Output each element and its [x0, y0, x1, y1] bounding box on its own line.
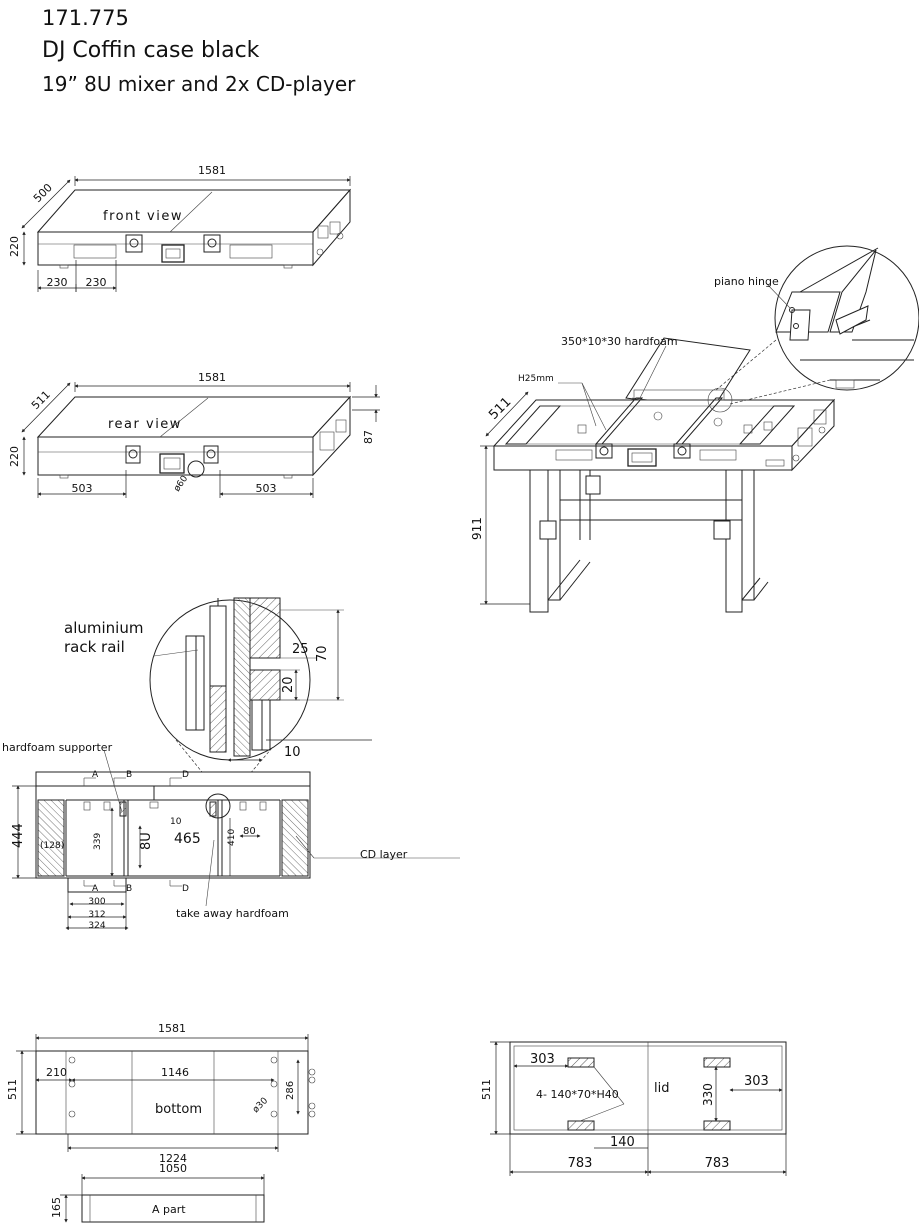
section-dim-300: 300 [88, 897, 105, 907]
section-mark-b-top: B [126, 770, 132, 780]
rail-label-line1: aluminium [64, 619, 143, 637]
front-offset-b: 230 [86, 276, 107, 289]
detail-dim-70: 70 [315, 645, 330, 662]
cross-section [12, 749, 460, 930]
section-dim-324: 324 [88, 921, 105, 931]
section-mark-a-bottom: A [92, 884, 99, 894]
lid-dim-303-left: 303 [530, 1052, 555, 1067]
a-part-length-dim: 1050 [159, 1162, 187, 1175]
front-view-label: front view [103, 209, 183, 224]
front-view [21, 176, 352, 292]
detail-dim-20: 20 [281, 676, 296, 693]
rear-height-dim: 220 [8, 446, 21, 467]
h25-label: H25mm [518, 374, 554, 384]
lid-depth-dim: 511 [480, 1079, 493, 1100]
rear-offset-a: 503 [72, 482, 93, 495]
product-subtitle: 19” 8U mixer and 2x CD-player [42, 72, 356, 96]
stand-depth-dim: 511 [486, 395, 514, 423]
bottom-depth-dim: 511 [6, 1079, 19, 1100]
piano-hinge-label: piano hinge [714, 275, 779, 288]
stand-height-dim: 911 [470, 517, 484, 540]
lid-view [490, 1041, 787, 1176]
rear-hole-dim: ø60 [172, 474, 190, 494]
cd-layer-label: CD layer [360, 848, 408, 861]
front-length-dim: 1581 [198, 164, 226, 177]
section-mark-a-top: A [92, 770, 99, 780]
rear-view-label: rear view [108, 417, 182, 432]
section-dim-465: 465 [174, 831, 201, 847]
section-inner-dim: (128) [40, 841, 64, 851]
bottom-dim-1146: 1146 [161, 1066, 189, 1079]
rail-detail [149, 597, 372, 805]
lid-dim-303-right: 303 [744, 1074, 769, 1089]
section-mark-b-bottom: B [126, 884, 132, 894]
front-height-dim: 220 [8, 236, 21, 257]
perspective-view [480, 245, 919, 613]
take-away-label: take away hardfoam [176, 907, 289, 920]
section-dim-312: 312 [88, 910, 105, 920]
product-title: DJ Coffin case black [42, 38, 260, 63]
hardfoam-supporter-label: hardfoam supporter [2, 741, 113, 754]
part-number: 171.775 [42, 6, 129, 30]
rear-view [21, 382, 380, 498]
bottom-dim-210: 210 [46, 1066, 67, 1079]
front-depth-dim: 500 [31, 181, 55, 205]
rear-length-dim: 1581 [198, 371, 226, 384]
bottom-view [16, 1034, 316, 1152]
lid-pads-label: 4- 140*70*H40 [536, 1088, 619, 1101]
section-mark-d-bottom: D [182, 884, 189, 894]
section-mark-d-top: D [182, 770, 189, 780]
lid-view-label: lid [654, 1081, 669, 1096]
section-rack-label: 8U [139, 832, 154, 850]
section-dim-339: 339 [93, 833, 103, 850]
section-height-dim: 444 [11, 823, 26, 848]
bottom-dim-286: 286 [285, 1081, 296, 1100]
lid-dim-330: 330 [701, 1083, 715, 1106]
a-part-label: A part [152, 1203, 186, 1216]
lid-dim-140: 140 [610, 1135, 635, 1150]
bottom-dim-1224: 1224 [159, 1152, 187, 1165]
hardfoam-label: 350*10*30 hardfoam [561, 335, 678, 348]
a-part-height-dim: 165 [50, 1197, 63, 1218]
rail-label-line2: rack rail [64, 638, 125, 656]
rear-depth-dim: 511 [29, 388, 53, 412]
detail-dim-10: 10 [284, 745, 301, 760]
bottom-view-label: bottom [155, 1102, 202, 1117]
detail-dim-25: 25 [292, 642, 309, 657]
bottom-length-dim: 1581 [158, 1022, 186, 1035]
rear-lid-height-dim: 87 [362, 430, 375, 444]
section-dim-80: 80 [243, 826, 256, 837]
section-dim-410: 410 [227, 829, 237, 846]
lid-dim-783-left: 783 [568, 1156, 593, 1171]
lid-dim-783-right: 783 [705, 1156, 730, 1171]
front-offset-a: 230 [47, 276, 68, 289]
rear-offset-b: 503 [256, 482, 277, 495]
section-dim-10: 10 [170, 817, 182, 827]
a-part-view [60, 1174, 265, 1223]
